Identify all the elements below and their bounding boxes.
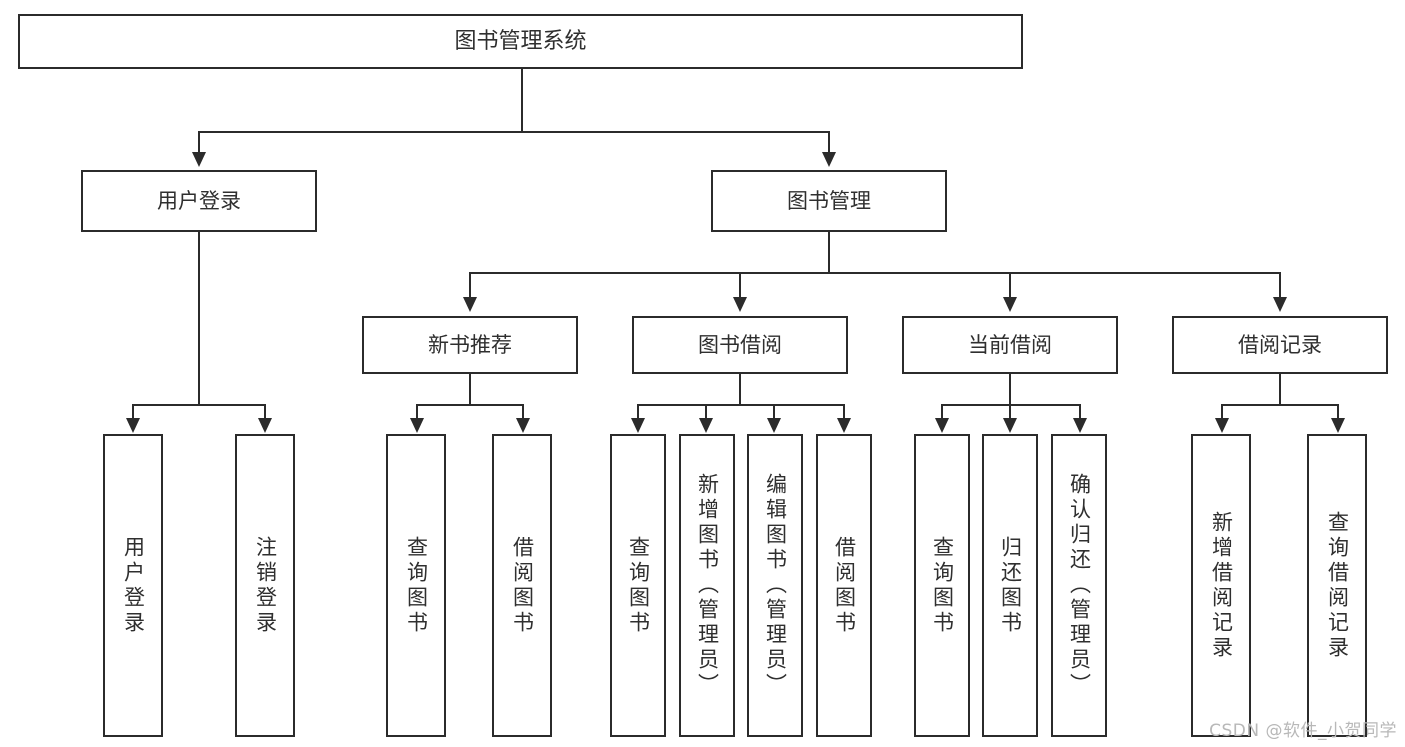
connector-root-stem [521,69,523,132]
connector-bus-borrow-record-leaves [1221,404,1339,406]
node-root-book-management-system[interactable]: 图书管理系统 [18,14,1023,69]
arrowhead-leaf-new-book-1 [410,418,424,433]
connector-borrow-book-stem [739,374,741,406]
connector-new-book-stem [469,374,471,406]
node-label: 用户登录 [157,188,241,213]
leaf-borrow-record-search[interactable]: 查询借阅记录 [1307,434,1367,737]
leaf-new-book-borrow[interactable]: 借阅图书 [492,434,552,737]
connector-drop-leaf-borrow-record-2 [1337,404,1339,420]
connector-drop-leaf-borrow-book-3 [773,404,775,420]
arrowhead-user-login [192,152,206,167]
arrowhead-leaf-user-login-1 [126,418,140,433]
node-new-book-recommend[interactable]: 新书推荐 [362,316,578,374]
node-book-borrow[interactable]: 图书借阅 [632,316,848,374]
arrowhead-book-management [822,152,836,167]
leaf-borrow-book-add[interactable]: 新增图书（管理员） [679,434,735,737]
connector-drop-new-book [469,272,471,299]
arrowhead-leaf-current-borrow-2 [1003,418,1017,433]
connector-drop-leaf-borrow-record-1 [1221,404,1223,420]
arrowhead-leaf-borrow-book-3 [767,418,781,433]
node-label: 图书管理系统 [454,28,587,54]
connector-drop-leaf-user-login-2 [264,404,266,420]
node-label: 新书推荐 [428,332,512,357]
node-user-login[interactable]: 用户登录 [81,170,317,232]
node-label: 查询图书 [930,535,955,636]
connector-drop-borrow-record [1279,272,1281,299]
connector-drop-leaf-borrow-book-2 [705,404,707,420]
node-label: 查询图书 [626,535,651,636]
connector-drop-leaf-new-book-2 [522,404,524,420]
node-borrow-record[interactable]: 借阅记录 [1172,316,1388,374]
node-label: 确认归还（管理员） [1067,473,1092,698]
arrowhead-leaf-borrow-record-1 [1215,418,1229,433]
arrowhead-new-book [463,297,477,312]
connector-bus-borrow-book-leaves [637,404,844,406]
connector-drop-user-login [198,131,200,154]
node-label: 查询借阅记录 [1325,510,1350,661]
connector-bus-level2 [198,131,830,133]
node-book-management[interactable]: 图书管理 [711,170,947,232]
arrowhead-leaf-user-login-2 [258,418,272,433]
node-label: 借阅图书 [832,535,857,636]
leaf-current-borrow-confirm[interactable]: 确认归还（管理员） [1051,434,1107,737]
connector-book-management-stem [828,232,830,273]
arrowhead-borrow-record [1273,297,1287,312]
connector-drop-borrow-book [739,272,741,299]
connector-drop-leaf-current-borrow-3 [1079,404,1081,420]
connector-drop-current-borrow [1009,272,1011,299]
node-label: 新增图书（管理员） [695,473,720,698]
leaf-current-borrow-return[interactable]: 归还图书 [982,434,1038,737]
arrowhead-borrow-book [733,297,747,312]
connector-bus-user-login-leaves [132,404,266,406]
node-label: 借阅图书 [510,535,535,636]
leaf-user-login-login[interactable]: 用户登录 [103,434,163,737]
connector-drop-leaf-borrow-book-1 [637,404,639,420]
arrowhead-leaf-current-borrow-3 [1073,418,1087,433]
node-label: 图书管理 [787,188,871,213]
leaf-new-book-search[interactable]: 查询图书 [386,434,446,737]
node-label: 借阅记录 [1238,332,1322,357]
node-current-borrow[interactable]: 当前借阅 [902,316,1118,374]
leaf-borrow-book-borrow[interactable]: 借阅图书 [816,434,872,737]
node-label: 归还图书 [998,535,1023,636]
arrowhead-leaf-current-borrow-1 [935,418,949,433]
leaf-borrow-record-add[interactable]: 新增借阅记录 [1191,434,1251,737]
connector-drop-leaf-user-login-1 [132,404,134,420]
arrowhead-leaf-new-book-2 [516,418,530,433]
node-label: 新增借阅记录 [1209,510,1234,661]
arrowhead-leaf-borrow-record-2 [1331,418,1345,433]
connector-bus-new-book-leaves [416,404,524,406]
connector-current-borrow-stem [1009,374,1011,406]
connector-drop-leaf-current-borrow-1 [941,404,943,420]
connector-drop-leaf-borrow-book-4 [843,404,845,420]
arrowhead-leaf-borrow-book-1 [631,418,645,433]
leaf-current-borrow-search[interactable]: 查询图书 [914,434,970,737]
node-label: 编辑图书（管理员） [763,473,788,698]
leaf-borrow-book-search[interactable]: 查询图书 [610,434,666,737]
connector-drop-leaf-new-book-1 [416,404,418,420]
arrowhead-leaf-borrow-book-2 [699,418,713,433]
node-label: 当前借阅 [968,332,1052,357]
node-label: 用户登录 [121,535,146,636]
connector-user-login-stem [198,232,200,406]
connector-drop-book-management [828,131,830,154]
arrowhead-leaf-borrow-book-4 [837,418,851,433]
node-label: 图书借阅 [698,332,782,357]
node-label: 注销登录 [253,535,278,636]
csdn-watermark: CSDN @软件_小贺同学 [1209,721,1397,741]
leaf-borrow-book-edit[interactable]: 编辑图书（管理员） [747,434,803,737]
connector-drop-leaf-current-borrow-2 [1009,404,1011,420]
node-label: 查询图书 [404,535,429,636]
arrowhead-current-borrow [1003,297,1017,312]
connector-borrow-record-stem [1279,374,1281,406]
leaf-user-login-logout[interactable]: 注销登录 [235,434,295,737]
connector-bus-level3 [469,272,1280,274]
